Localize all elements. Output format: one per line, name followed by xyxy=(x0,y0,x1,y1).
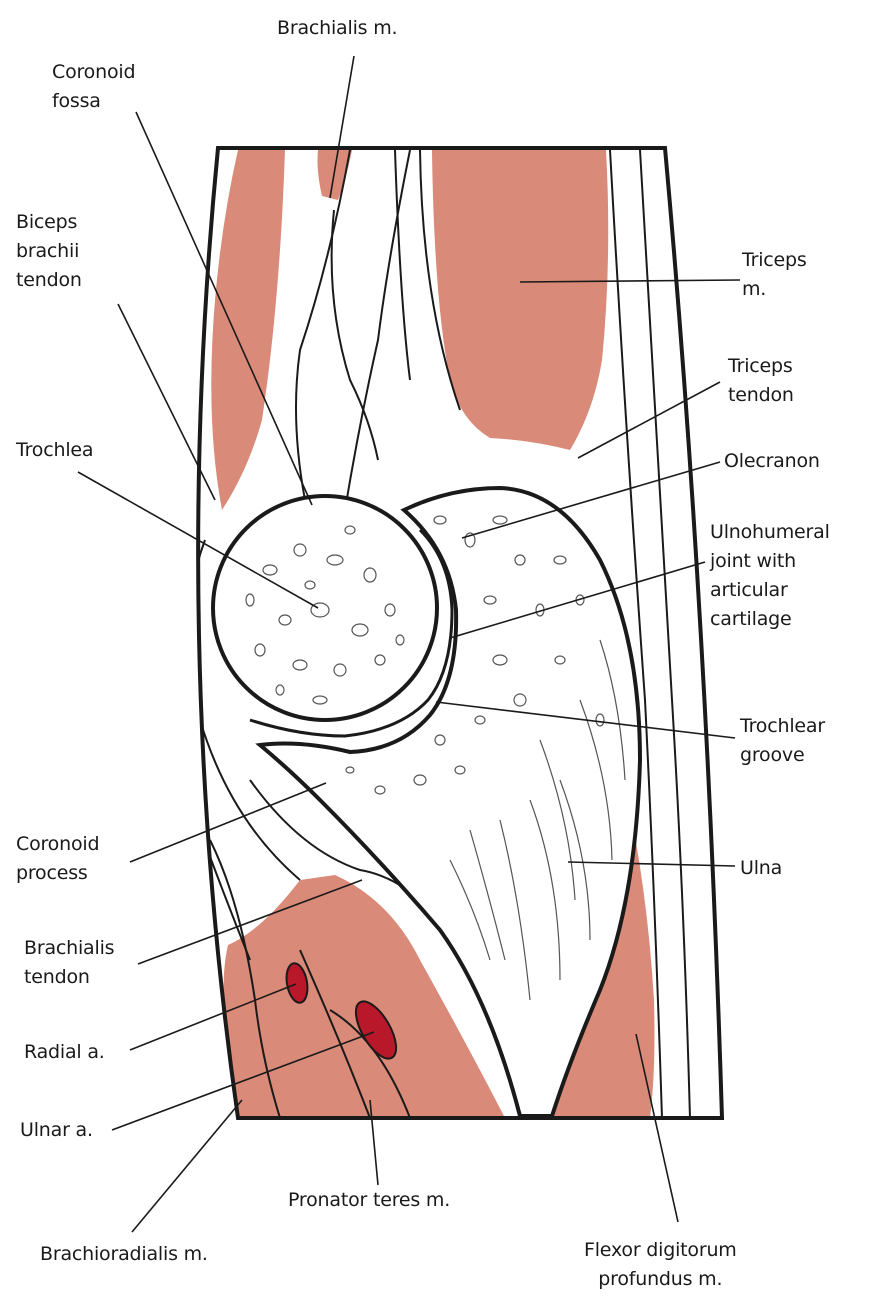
section-contents xyxy=(165,150,690,1118)
label-olecranon: Olecranon xyxy=(724,447,820,476)
label-pronator-teres-m: Pronator teres m. xyxy=(288,1186,450,1215)
label-triceps-tendon: Triceps tendon xyxy=(728,352,794,410)
label-trochlear-groove: Trochlear groove xyxy=(740,712,825,770)
brachialis-muscle-left xyxy=(211,150,285,510)
label-brachioradialis-m: Brachioradialis m. xyxy=(40,1240,208,1269)
label-brachialis-tendon: Brachialis tendon xyxy=(24,934,114,992)
label-coronoid-process: Coronoid process xyxy=(16,830,99,888)
label-ulna: Ulna xyxy=(740,854,782,883)
label-trochlea: Trochlea xyxy=(16,436,93,465)
label-ulnar-a: Ulnar a. xyxy=(20,1116,93,1145)
label-brachialis-m: Brachialis m. xyxy=(277,14,397,43)
leader-coronoid-process xyxy=(130,783,326,862)
leader-flexor-digitorum xyxy=(636,1034,678,1222)
label-ulnohumeral-joint: Ulnohumeral joint with articular cartila… xyxy=(710,518,830,634)
trochlea-bone xyxy=(213,496,437,720)
label-radial-a: Radial a. xyxy=(24,1038,105,1067)
label-flexor-digitorum-profundus-m: Flexor digitorum profundus m. xyxy=(584,1236,737,1294)
brachialis-muscle-strip xyxy=(318,150,353,200)
leader-brachioradialis-m xyxy=(132,1100,242,1232)
label-triceps-m: Triceps m. xyxy=(742,246,807,304)
label-coronoid-fossa: Coronoid fossa xyxy=(52,58,135,116)
label-biceps-brachii-tendon: Biceps brachii tendon xyxy=(16,208,82,295)
leader-triceps-tendon xyxy=(578,382,720,458)
